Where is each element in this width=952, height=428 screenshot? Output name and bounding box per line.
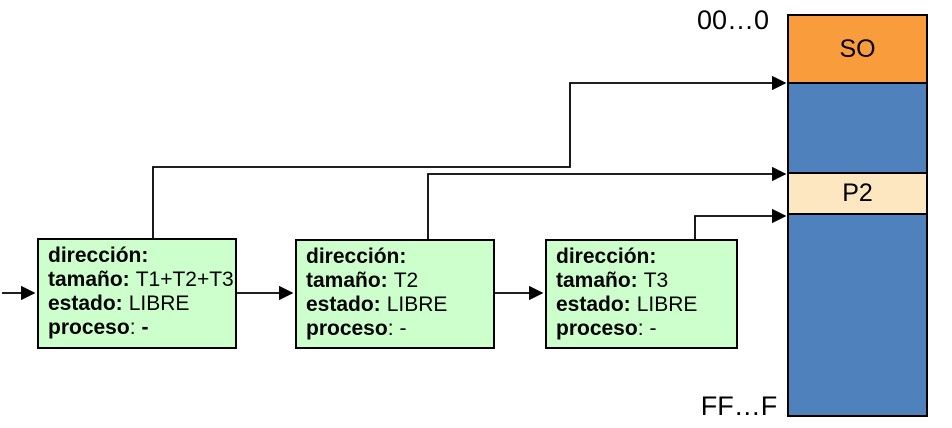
memory-block-so: SO [789, 16, 926, 84]
memory-bottom-address-label: FF…F [700, 391, 778, 421]
proceso-value: - [141, 316, 149, 339]
proceso-label: proceso [556, 317, 638, 340]
memory-block-so-label: SO [839, 34, 876, 63]
node3-proceso-field: proceso:- [556, 317, 736, 341]
tamano-label: tamaño: [48, 268, 130, 291]
node1-proceso-field: proceso:- [48, 316, 235, 340]
tamano-value: T1+T2+T3 [135, 268, 234, 291]
memory-block-free-lower [789, 215, 926, 415]
direccion-label: dirección: [306, 245, 407, 268]
node3-estado-field: estado:LIBRE [556, 293, 736, 317]
estado-value: LIBRE [636, 293, 698, 316]
tamano-label: tamaño: [306, 269, 388, 292]
node3-direccion-field: dirección: [556, 245, 736, 269]
proceso-value: - [399, 317, 407, 340]
memory-map-column: SO P2 [787, 14, 928, 417]
tamano-value: T2 [393, 269, 419, 292]
direccion-label: dirección: [556, 245, 657, 268]
direccion-label: dirección: [48, 244, 149, 267]
estado-value: LIBRE [128, 292, 190, 315]
tamano-value: T3 [643, 269, 669, 292]
node2-direccion-field: dirección: [306, 245, 493, 269]
proceso-colon: : [637, 317, 644, 340]
node1-direccion-pointer-arrow [152, 75, 787, 238]
node3-tamano-field: tamaño:T3 [556, 269, 736, 293]
estado-value: LIBRE [386, 293, 448, 316]
proceso-colon: : [129, 316, 136, 339]
node1-direccion-field: dirección: [48, 244, 235, 268]
node1-tamano-field: tamaño:T1+T2+T3 [48, 268, 235, 292]
estado-label: estado: [556, 293, 631, 316]
proceso-value: - [649, 317, 657, 340]
free-list-node-2: dirección: tamaño:T2 estado:LIBRE proces… [295, 239, 495, 349]
memory-top-address-label: 00…0 [696, 5, 770, 35]
node1-estado-field: estado:LIBRE [48, 292, 235, 316]
node2-direccion-pointer-arrow [427, 166, 787, 261]
proceso-label: proceso [306, 317, 388, 340]
memory-block-p2: P2 [789, 174, 926, 215]
node2-estado-field: estado:LIBRE [306, 293, 493, 317]
node2-proceso-field: proceso:- [306, 317, 493, 341]
estado-label: estado: [48, 292, 123, 315]
proceso-colon: : [387, 317, 394, 340]
proceso-label: proceso [48, 316, 130, 339]
memory-block-p2-label: P2 [842, 179, 873, 207]
free-list-node-3: dirección: tamaño:T3 estado:LIBRE proces… [545, 239, 738, 349]
node2-tamano-field: tamaño:T2 [306, 269, 493, 293]
estado-label: estado: [306, 293, 381, 316]
free-list-node-1: dirección: tamaño:T1+T2+T3 estado:LIBRE … [37, 238, 237, 349]
tamano-label: tamaño: [556, 269, 638, 292]
memory-block-free-upper [789, 84, 926, 174]
